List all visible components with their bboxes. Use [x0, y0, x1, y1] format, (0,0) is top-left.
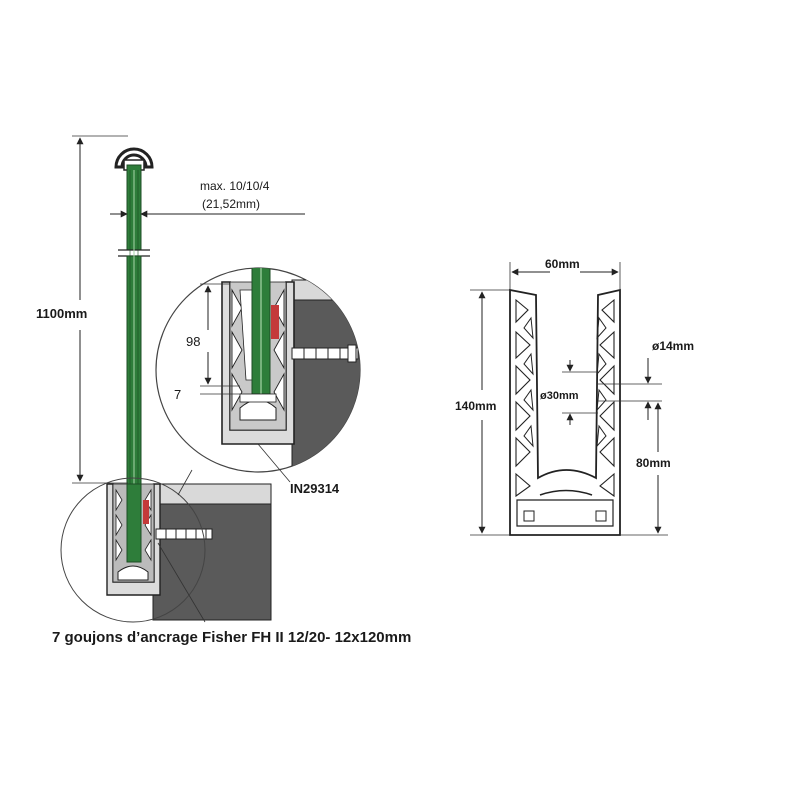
gasket-small: [143, 500, 149, 524]
left-wall-cavities: [515, 298, 534, 498]
profile-ref-label: IN29314: [290, 481, 340, 496]
max-thickness-mm-label: (21,52mm): [202, 197, 260, 211]
anchor-bolt-detail: [291, 344, 359, 363]
enlarged-detail: 98 7: [155, 267, 361, 483]
anchor-bolt-small: [155, 528, 213, 540]
hole-diameter-label: ø14mm: [652, 339, 694, 353]
gasket-detail: [271, 305, 279, 339]
slot-width-label: ø30mm: [540, 390, 579, 402]
detail-depth-label: 98: [186, 334, 200, 349]
height-label: 1100mm: [36, 306, 87, 321]
width-label: 60mm: [545, 257, 580, 271]
detail-seven-label: 7: [174, 387, 181, 402]
concrete-slab: [152, 483, 272, 621]
max-thickness-label: max. 10/10/4: [200, 179, 270, 193]
thickness-dimension: max. 10/10/4 (21,52mm): [110, 179, 305, 218]
anchors-leader: [157, 542, 206, 623]
anchors-label: 7 goujons d’ancrage Fisher FH II 12/20- …: [52, 629, 411, 646]
profile-ref-leader: [257, 443, 291, 483]
profile-height-label: 140mm: [455, 399, 496, 413]
right-wall-cavities: [596, 298, 615, 498]
small-detail-circle: [60, 477, 206, 623]
small-base-profile: [106, 483, 213, 596]
hole-height-label: 80mm: [636, 456, 671, 470]
profile-cross-section: 60mm 140mm ø30mm ø14mm 80mm: [455, 257, 694, 536]
height-dimension: 1100mm: [36, 135, 128, 484]
